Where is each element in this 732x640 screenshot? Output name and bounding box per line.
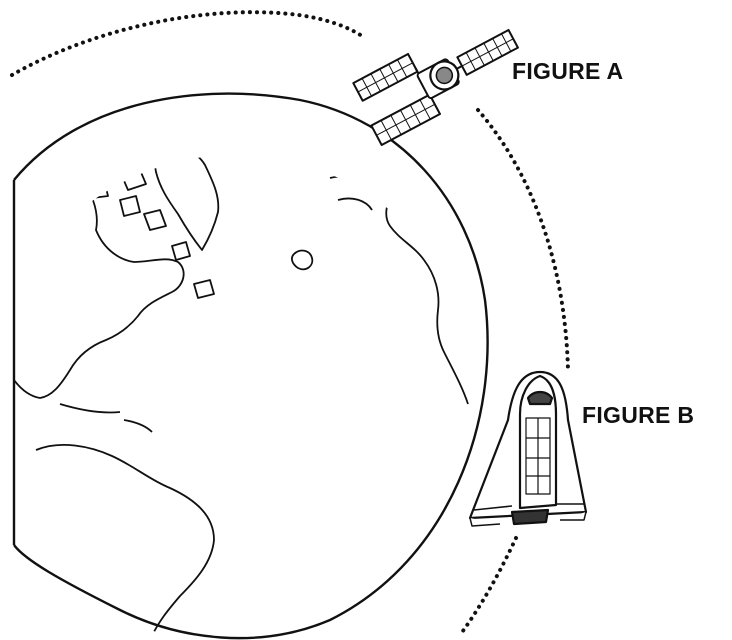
shuttle-engines [512, 510, 548, 524]
orbit-right-arc [478, 110, 568, 370]
landmass-island-5 [144, 210, 166, 230]
orbit-path [12, 12, 568, 635]
shuttle-wing-tip-left [470, 518, 500, 526]
space-shuttle-icon [470, 372, 586, 526]
orbit-bottom-arc [460, 538, 516, 635]
landmass-scandinavia [330, 177, 372, 210]
shuttle-cockpit [528, 392, 552, 404]
globe-outline [14, 94, 488, 639]
landmass-south-america [36, 445, 214, 640]
landmass-island-4 [120, 196, 140, 216]
landmass-greenland [152, 146, 218, 250]
earth-globe-icon [14, 94, 488, 640]
landmass-island-6 [172, 242, 190, 260]
landmass-europe [318, 126, 468, 404]
landmass-island-1 [95, 156, 118, 174]
orbit-top-arc [12, 12, 362, 75]
landmass-island-7 [194, 280, 214, 298]
landmass-north-america [14, 172, 184, 398]
landmass-island-3 [88, 180, 108, 198]
landmass-iceland [292, 251, 312, 270]
landmass-island-2 [122, 170, 146, 190]
satellite-icon [350, 7, 528, 145]
figure-b-label: FIGURE B [582, 402, 694, 429]
landmass-caribbean [60, 404, 152, 432]
figure-a-label: FIGURE A [512, 58, 623, 85]
shuttle-cargo-bay [526, 418, 550, 494]
